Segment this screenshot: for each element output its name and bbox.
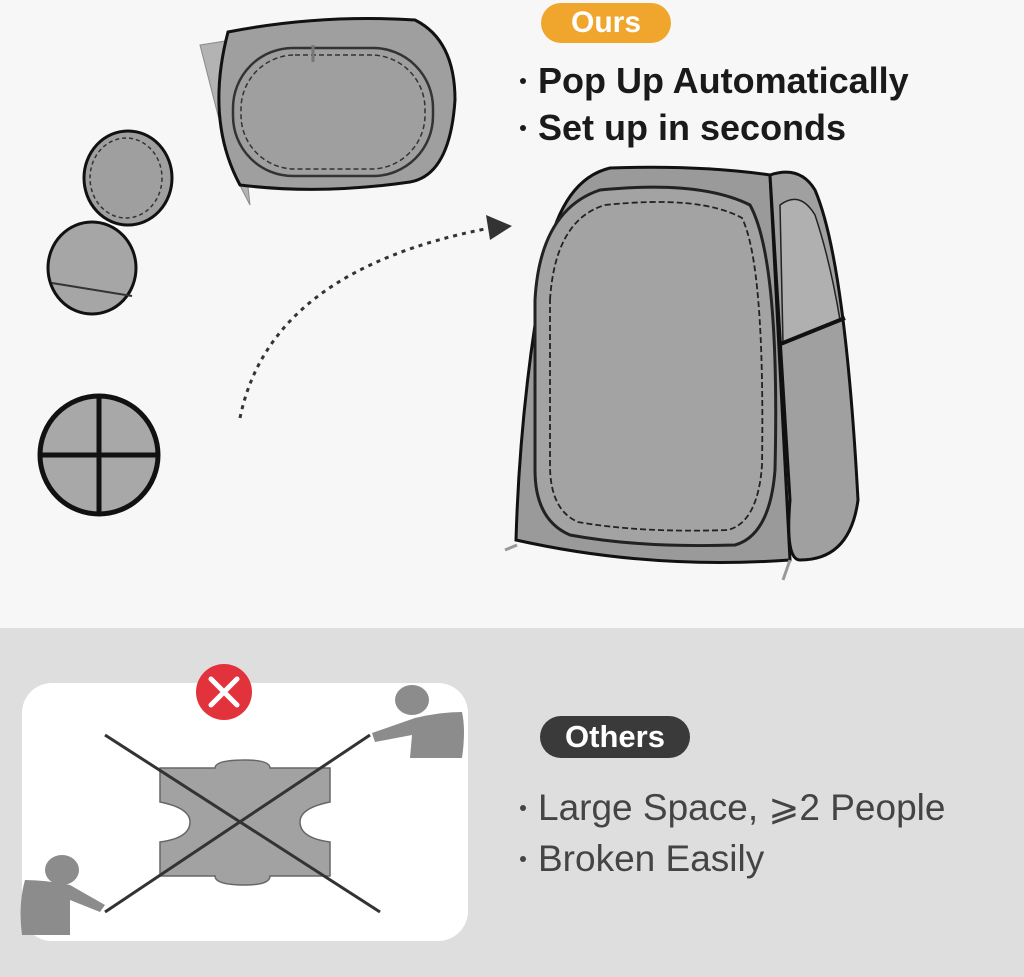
bullet-dot-icon xyxy=(520,125,526,131)
bullet-dot-icon xyxy=(520,856,526,862)
ours-point-setup: Set up in seconds xyxy=(520,107,846,149)
others-point-text: Large Space, ⩾2 People xyxy=(538,787,946,828)
folded-discs xyxy=(46,129,174,316)
others-badge: Others xyxy=(540,716,690,758)
popup-tent xyxy=(504,165,860,581)
x-circle-icon xyxy=(196,664,252,720)
ours-point-popup: Pop Up Automatically xyxy=(520,60,909,102)
ours-point-text: Pop Up Automatically xyxy=(538,60,909,101)
bullet-dot-icon xyxy=(520,78,526,84)
person-left xyxy=(20,855,105,935)
ours-badge: Ours xyxy=(541,3,671,43)
ours-point-text: Set up in seconds xyxy=(538,107,847,148)
person-right xyxy=(372,685,464,758)
folded-tent-flat xyxy=(199,17,457,206)
flat-tent-frame xyxy=(104,733,381,914)
arrow-head-icon xyxy=(486,215,512,240)
frame-disc xyxy=(37,393,161,517)
transition-arrow xyxy=(238,226,491,419)
others-point-broken: Broken Easily xyxy=(520,838,764,880)
bullet-dot-icon xyxy=(520,804,526,811)
popup-tent-illustration xyxy=(37,17,860,581)
others-point-text: Broken Easily xyxy=(538,838,765,879)
others-point-space: Large Space, ⩾2 People xyxy=(520,786,945,829)
